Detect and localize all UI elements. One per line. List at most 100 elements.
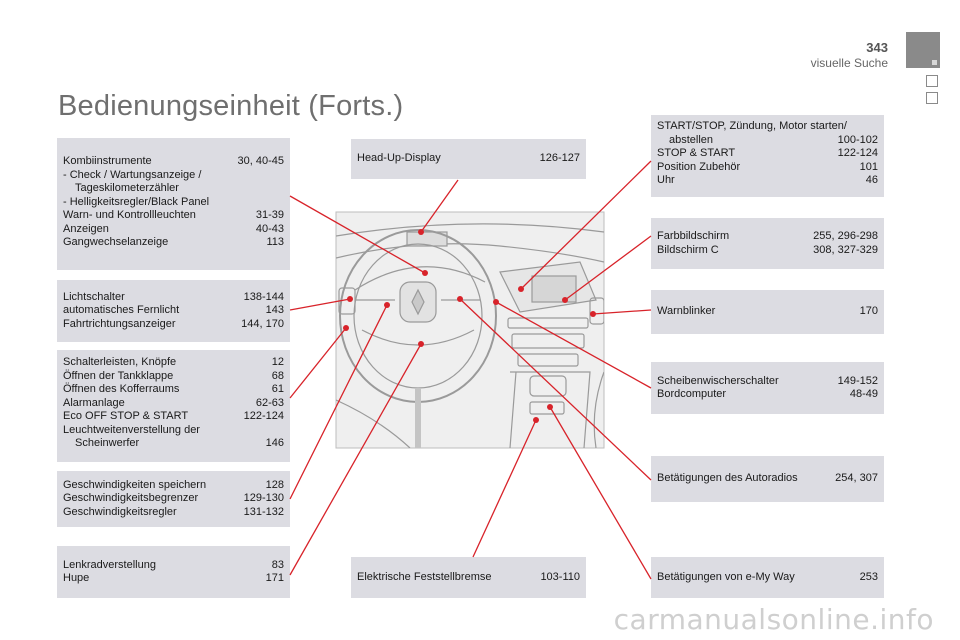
control-strip-middle — [511, 333, 585, 349]
callout-dot — [457, 296, 463, 302]
tab-marker-icon — [932, 60, 937, 65]
brand-logo-icon — [411, 288, 425, 316]
callout-line-emyway — [549, 406, 652, 580]
index-entry-label: Lichtschalter — [63, 290, 125, 303]
callout-line-lights — [289, 298, 351, 311]
index-entry-label: Lenkradverstellung — [63, 558, 156, 571]
callout-dot — [533, 417, 539, 423]
index-entry: Fahrtrichtungsanzeiger 144, 170 — [63, 318, 284, 332]
index-entry: abstellen 100-102 — [657, 134, 878, 148]
index-entry-label: Position Zubehör — [657, 160, 741, 173]
index-entry: Position Zubehör 101 — [657, 161, 878, 175]
index-entry-label: Head-Up-Display — [357, 152, 441, 165]
index-entry-page: 100-102 — [837, 133, 878, 146]
index-entry-label: Anzeigen — [63, 222, 109, 235]
callout-line-radio — [459, 298, 652, 481]
box-radio-controls: Betätigungen des Autoradios 254, 307 — [651, 456, 884, 502]
index-entry-page: 143 — [265, 304, 284, 317]
index-entry-label: - Check / Wartungsanzeige / — [63, 168, 202, 181]
chapter-tab-active — [906, 32, 940, 68]
callout-dot — [547, 404, 553, 410]
callout-line-wiper — [495, 301, 652, 389]
index-entry-page: 122-124 — [243, 410, 284, 422]
passenger-dash — [593, 371, 604, 448]
index-entry: Eco OFF STOP & START 122-124 — [63, 410, 284, 424]
index-entry-page: 146 — [265, 437, 284, 449]
index-entry-label: Alarmanlage — [63, 396, 125, 409]
page-title: Bedienungseinheit (Forts.) — [58, 90, 404, 122]
windshield-edge — [336, 223, 604, 237]
index-entry-label: Tageskilometerzähler — [75, 182, 179, 194]
callout-dot — [343, 325, 349, 331]
parking-brake-switch — [529, 401, 565, 415]
index-entry-label: Bildschirm C — [657, 243, 719, 256]
index-entry: Alarmanlage 62-63 — [63, 397, 284, 411]
index-entry-label: automatisches Fernlicht — [63, 304, 180, 317]
index-entry: Tageskilometerzähler — [63, 182, 284, 196]
index-entry-page: 101 — [859, 160, 878, 173]
callout-line-parking-brake — [472, 419, 537, 558]
index-entry-page: 170 — [859, 305, 878, 318]
index-entry-page: 61 — [271, 383, 284, 395]
index-entry-label: Scheibenwischerschalter — [657, 374, 779, 387]
callout-line-instruments — [289, 195, 426, 274]
index-entry-page: 171 — [265, 572, 284, 584]
callout-line-speed — [289, 304, 388, 500]
index-entry-label: Fahrtrichtungsanzeiger — [63, 317, 176, 330]
index-entry-page: 254, 307 — [835, 472, 878, 485]
index-entry-label: Betätigungen des Autoradios — [657, 472, 798, 485]
index-entry-page: 62-63 — [255, 396, 284, 409]
index-entry: Uhr 46 — [657, 174, 878, 188]
index-entry-label: abstellen — [669, 133, 714, 146]
callout-line-start-stop — [520, 160, 652, 290]
index-entry: Geschwindigkeiten speichern 128 — [63, 479, 284, 493]
callout-dot — [590, 311, 596, 317]
index-entry-page: 68 — [271, 369, 284, 382]
index-entry-label: START/STOP, Zündung, Motor starten/ — [657, 120, 847, 132]
index-entry-page: 138-144 — [243, 290, 284, 303]
callout-line-hazard — [592, 309, 652, 315]
index-entry-label: Eco OFF STOP & START — [63, 410, 189, 422]
callout-line-switch-panels — [289, 327, 347, 399]
page-number: 343 — [866, 40, 888, 55]
index-entry-page: 128 — [265, 478, 284, 491]
index-entry-page: 40-43 — [255, 222, 284, 235]
index-entry-page: 255, 296-298 — [813, 230, 878, 242]
index-entry: automatisches Fernlicht 143 — [63, 304, 284, 318]
callout-dot — [562, 297, 568, 303]
index-entry-label: Geschwindigkeiten speichern — [63, 478, 207, 491]
index-entry-page: 31-39 — [255, 209, 284, 221]
index-entry-label: Öffnen des Kofferraums — [63, 383, 180, 395]
index-entry-page: 126-127 — [539, 152, 580, 165]
index-entry: - Check / Wartungsanzeige / — [63, 169, 284, 183]
index-entry-label: Uhr — [657, 174, 675, 186]
index-entry-label: Bordcomputer — [657, 388, 727, 400]
gear-selector — [529, 375, 567, 397]
box-head-up-display: Head-Up-Display 126-127 — [351, 139, 586, 179]
callout-dot — [518, 286, 524, 292]
index-entry-page: 46 — [865, 174, 878, 186]
chapter-tab — [926, 75, 938, 87]
callout-dot — [418, 229, 424, 235]
index-entry: - Helligkeitsregler/Black Panel — [63, 196, 284, 210]
index-entry-page: 144, 170 — [241, 317, 284, 330]
